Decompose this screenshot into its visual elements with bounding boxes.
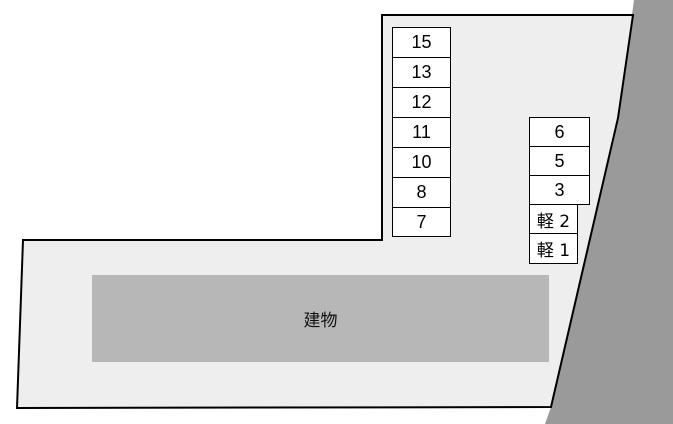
- stall-label: 7: [416, 211, 427, 232]
- stall-label: 11: [412, 122, 431, 142]
- parking-stall-6[interactable]: 6: [529, 117, 590, 147]
- stall-label: 12: [411, 92, 432, 112]
- stall-label: 15: [411, 32, 432, 52]
- parking-stall-5[interactable]: 5: [529, 146, 590, 176]
- stall-label: 8: [416, 182, 427, 202]
- parking-stall-11[interactable]: 11: [392, 117, 451, 148]
- building: 建物: [92, 275, 549, 362]
- parking-stall-8[interactable]: 8: [392, 177, 451, 208]
- parking-stall-13[interactable]: 13: [392, 57, 451, 88]
- parking-stall-kei-1[interactable]: 軽 1: [529, 233, 578, 264]
- stall-label: 13: [411, 62, 432, 82]
- parking-stall-10[interactable]: 10: [392, 147, 451, 178]
- parking-stall-7[interactable]: 7: [392, 207, 451, 237]
- parking-stall-3[interactable]: 3: [529, 175, 590, 205]
- stall-label: 軽 1: [536, 241, 571, 261]
- building-label: 建物: [303, 311, 338, 331]
- stall-label: 軽 2: [536, 211, 571, 232]
- parking-stall-kei-2[interactable]: 軽 2: [529, 204, 578, 234]
- stall-label: 10: [411, 152, 432, 172]
- stall-label: 3: [554, 179, 565, 200]
- stall-label: 5: [554, 150, 565, 171]
- parking-stall-12[interactable]: 12: [392, 87, 451, 118]
- parking-stall-15[interactable]: 15: [392, 27, 451, 58]
- stall-label: 6: [554, 121, 565, 142]
- adjacent-area: [545, 0, 673, 424]
